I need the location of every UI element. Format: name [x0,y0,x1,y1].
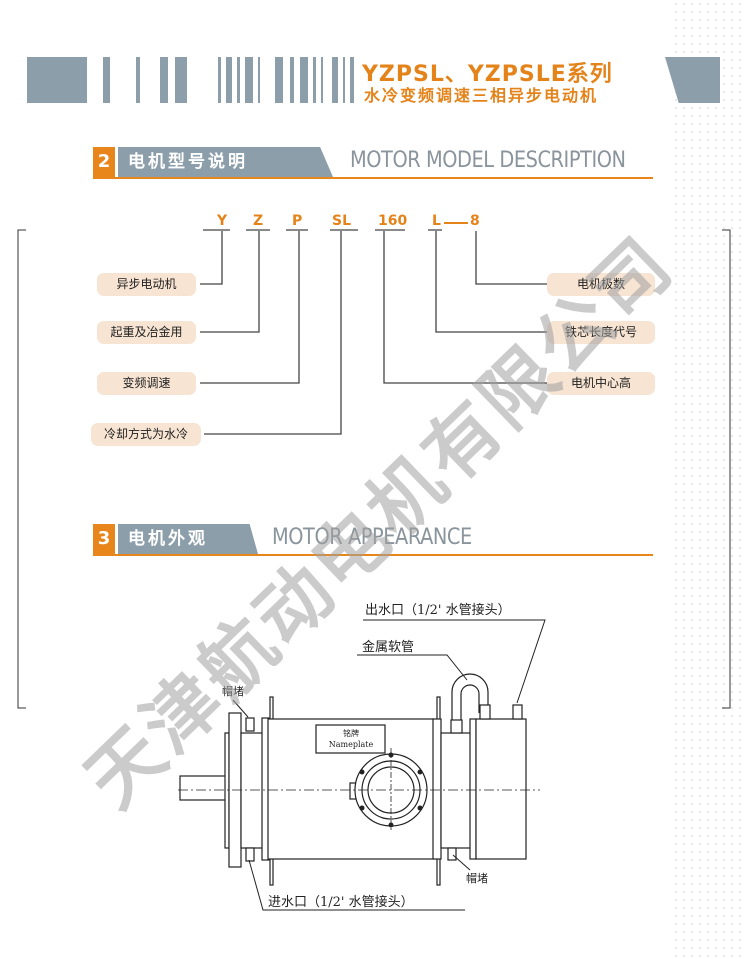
code-p: P [292,213,303,229]
code-sl: SL [332,213,352,229]
label-plug-left: 帽堵 [222,685,244,698]
code-z: Z [253,213,264,229]
section3-title-en: MOTOR APPEARANCE [272,525,472,550]
label-water-inlet: 进水口（1/2' 水管接头） [268,895,414,910]
label-water-cooling: 冷却方式为水冷 [91,423,201,446]
section2-divider [93,177,653,179]
label-water-outlet: 出水口（1/2' 水管接头） [365,603,511,618]
section2-title: 电机型号说明 [118,147,333,177]
section3-title: 电机外观 [118,524,258,554]
label-poles: 电机极数 [547,273,655,296]
section3-number: 3 [93,524,115,554]
motor-shaft [179,775,229,801]
code-8: 8 [470,213,480,229]
terminal-box [475,718,527,860]
metal-hose [451,673,489,733]
code-160: 160 [378,213,408,229]
nameplate-cn: 铭牌 [343,729,359,738]
label-plug-right: 帽堵 [466,872,488,885]
label-center-height: 电机中心高 [547,372,655,395]
label-core-length: 铁芯长度代号 [547,321,655,344]
label-vfd: 变频调速 [97,372,196,395]
code-y: Y [217,213,228,229]
series-title: YZPSL、YZPSLE系列 [362,62,613,87]
nameplate-en: Nameplate [328,740,374,749]
label-metal-hose: 金属软管 [362,640,415,655]
section3-divider [93,554,653,556]
series-subtitle: 水冷变频调速三相异步电动机 [364,86,599,105]
section2-number: 2 [93,147,115,177]
label-lifting-metallurgy: 起重及冶金用 [97,321,196,344]
label-async-motor: 异步电动机 [97,273,196,296]
section2-title-en: MOTOR MODEL DESCRIPTION [350,148,626,173]
code-l: L [432,213,441,229]
code-dash [444,222,468,224]
nameplate [315,724,386,754]
